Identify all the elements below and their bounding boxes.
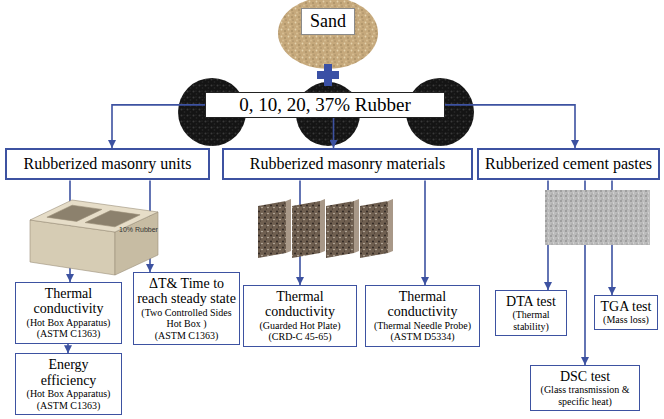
node-detail: (Guarded Hot Plate)	[247, 320, 353, 332]
flow-arrow	[333, 118, 335, 148]
block-label: 10% Rubber	[119, 226, 158, 233]
test-box: Thermal conductivity(Guarded Hot Plate)(…	[243, 285, 357, 347]
test-box: ΔT& Time to reach steady state(Two Contr…	[133, 272, 240, 345]
node-title: TGA test	[598, 299, 654, 314]
test-box: Thermal conductivity(Hot Box Apparatus)(…	[15, 282, 122, 344]
node-title: DSC test	[534, 369, 636, 384]
node-title: 0, 10, 20, 37% Rubber	[216, 94, 434, 116]
node-detail: (Two Controlled Sides Hot Box )	[137, 307, 236, 330]
test-box: DTA test(Thermal stability)	[495, 290, 567, 336]
node-detail: (Thermal stability)	[499, 309, 563, 332]
node-detail: (Hot Box Apparatus)	[19, 317, 118, 329]
test-box: Energy efficiency(Hot Box Apparatus)(AST…	[15, 353, 122, 415]
node-detail: (ASTM C1363)	[19, 328, 118, 340]
flow-arrow	[424, 180, 426, 285]
node-detail: (Hot Box Apparatus)	[19, 388, 118, 400]
node-title: Sand	[310, 11, 346, 32]
node-detail: (Thermal Needle Probe)	[369, 320, 476, 332]
source-box: Sand	[301, 8, 355, 35]
node-title: Rubberized cement pastes	[485, 155, 652, 173]
test-box: TGA test(Mass loss)	[594, 295, 658, 330]
node-title: Thermal conductivity	[369, 289, 476, 320]
flow-arrow	[67, 344, 69, 353]
node-title: Energy efficiency	[19, 357, 118, 388]
mix-box: 0, 10, 20, 37% Rubber	[205, 92, 445, 118]
node-detail: (ASTM D5334)	[369, 331, 476, 343]
node-title: Rubberized masonry units	[13, 155, 202, 173]
sand-pile	[278, 0, 378, 69]
test-box: DSC test(Glass transmission & specific h…	[530, 365, 640, 411]
node-title: DTA test	[499, 294, 563, 309]
cement-paste-texture	[545, 190, 650, 245]
flow-arrow	[112, 105, 205, 148]
node-title: Thermal conductivity	[19, 286, 118, 317]
node-detail: (CRD-C 45-65)	[247, 331, 353, 343]
category-box: Rubberized masonry materials	[222, 148, 473, 180]
node-title: ΔT& Time to reach steady state	[137, 276, 236, 307]
node-detail: (ASTM C1363)	[19, 400, 118, 412]
node-detail: (Mass loss)	[598, 314, 654, 326]
node-detail: (ASTM C1363)	[137, 330, 236, 342]
node-title: Rubberized masonry materials	[230, 155, 465, 173]
material-samples	[258, 199, 393, 258]
node-title: Thermal conductivity	[247, 289, 353, 320]
flow-arrow	[445, 105, 575, 148]
plus-sign	[317, 64, 339, 86]
test-box: Thermal conductivity(Thermal Needle Prob…	[365, 285, 480, 347]
category-box: Rubberized cement pastes	[477, 148, 660, 180]
node-detail: (Glass transmission & specific heat)	[534, 384, 636, 407]
category-box: Rubberized masonry units	[5, 148, 210, 180]
masonry-block	[30, 200, 158, 275]
